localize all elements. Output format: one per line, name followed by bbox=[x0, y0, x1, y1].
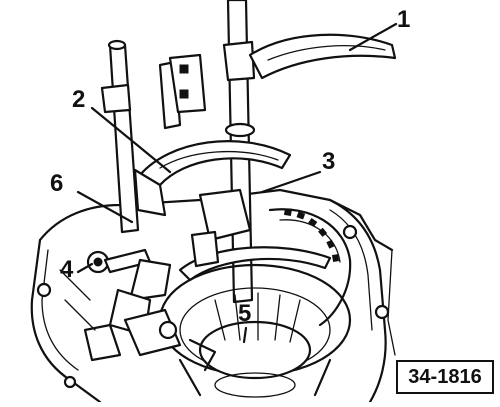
upper-shift-fork-drawing bbox=[248, 33, 397, 80]
selector-rail-drawing bbox=[100, 39, 140, 234]
gear-assembly-drawing bbox=[158, 263, 352, 398]
callout-6: 6 bbox=[50, 170, 64, 197]
callout-4: 4 bbox=[60, 256, 74, 283]
callout-1: 1 bbox=[397, 6, 411, 33]
middle-bracket bbox=[158, 53, 207, 130]
callout-5: 5 bbox=[238, 300, 252, 327]
gearbox-housing bbox=[30, 188, 396, 404]
callout-2: 2 bbox=[72, 86, 86, 113]
callout-leaders bbox=[76, 22, 398, 344]
synchro-ring bbox=[268, 208, 352, 327]
lower-shift-fork-drawing bbox=[178, 188, 332, 282]
middle-shift-fork-drawing bbox=[133, 140, 292, 217]
callout-3: 3 bbox=[322, 148, 336, 175]
lever-linkage-drawing bbox=[59, 248, 217, 372]
figure-id-label: 34-1816 bbox=[396, 360, 494, 394]
